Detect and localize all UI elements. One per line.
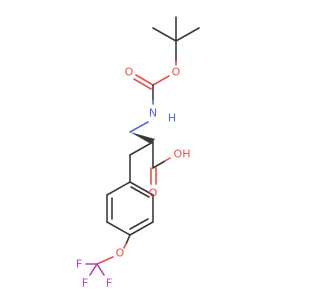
bond-chiral-benzyl-ch2 [129, 141, 154, 156]
bond-o-cf3 [96, 256, 114, 265]
atom-o-ether: O [116, 247, 125, 260]
atom-o-boc-carbonyl: O [125, 66, 134, 79]
ring-bond-6 [106, 181, 131, 196]
atom-f-bottom-right: F [106, 277, 112, 290]
ring-inner-bond-2 [129, 218, 149, 230]
bond-ring-o-ether [125, 234, 131, 245]
bond-cf-bottom-left [89, 263, 98, 276]
atom-h: H [168, 112, 176, 125]
bond-n-ch2 [129, 121, 149, 133]
chemical-structure: O O N H OH O O F F F [76, 16, 200, 290]
bond-cf-bottom-right [96, 263, 105, 276]
atom-acid-oh: OH [174, 148, 191, 161]
bond-boc-carbonyl-double-b [133, 78, 152, 90]
bond-acid-oh-b [164, 157, 171, 162]
ring-inner-bond-1 [130, 186, 150, 198]
bond-o-ester-carbonyl [152, 75, 170, 86]
ring-bond-1 [129, 181, 154, 196]
bond-tbu-c2 [175, 27, 200, 42]
ring-bond-3 [129, 221, 154, 236]
bond-o-ether-part [123, 243, 127, 249]
ring-bond-4 [106, 221, 131, 236]
atom-o-ester: O [172, 66, 181, 79]
atom-f-left: F [76, 258, 82, 271]
atom-acid-o: O [149, 187, 158, 200]
bond-boc-carbonyl-double-a [135, 74, 154, 86]
atom-f-bottom-left: F [82, 277, 88, 290]
atom-n: N [149, 107, 157, 120]
stereo-wedge-bond [130, 132, 155, 144]
bond-tbu-c1 [152, 27, 177, 42]
bond-acid-oh-a [152, 160, 166, 169]
